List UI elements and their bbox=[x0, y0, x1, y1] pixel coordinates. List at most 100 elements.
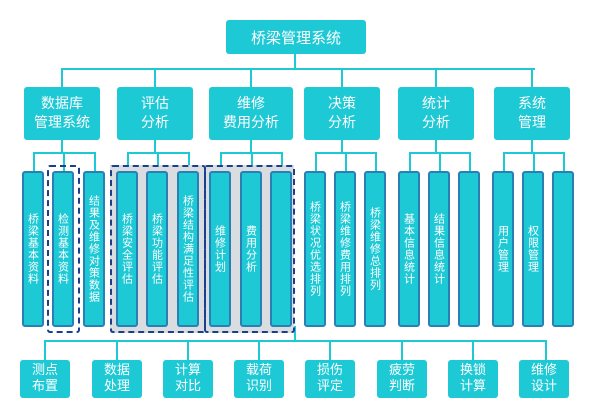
category-system: 系统 管理 bbox=[494, 87, 570, 140]
leaf-drop bbox=[315, 152, 317, 172]
bottom-label: 载荷 识别 bbox=[245, 363, 272, 394]
leaf-drop bbox=[469, 152, 471, 172]
leaf-node: 桥梁安全评估 bbox=[116, 171, 138, 327]
leaf-drop bbox=[503, 152, 505, 172]
leaf-label: 权限管理 bbox=[526, 225, 540, 273]
bottom-node: 损伤 评定 bbox=[305, 360, 355, 398]
leaf-label: 桥梁基本资料 bbox=[26, 213, 40, 285]
bottom-drop bbox=[545, 340, 547, 361]
leaf-node: 权限管理 bbox=[522, 171, 544, 327]
bottom-drop bbox=[401, 340, 403, 361]
bottom-label: 计算 对比 bbox=[174, 363, 201, 394]
leaf-drop bbox=[127, 152, 129, 172]
category-label: 数据库 管理系统 bbox=[34, 95, 90, 131]
category-stem bbox=[61, 139, 63, 153]
leaf-drop bbox=[251, 152, 253, 172]
leaf-drop bbox=[375, 152, 377, 172]
leaf-bus bbox=[127, 152, 190, 154]
leaf-label: 桥梁安全评估 bbox=[120, 213, 134, 285]
leaf-node: 结果及维修对策数据 bbox=[83, 171, 105, 327]
leaf-drop bbox=[439, 152, 441, 172]
category-stem bbox=[154, 139, 156, 153]
leaf-label: 桥梁结构满足性评估 bbox=[181, 195, 195, 303]
bottom-node: 测点 布置 bbox=[20, 360, 70, 398]
leaf-drop bbox=[33, 152, 35, 172]
leaf-node bbox=[458, 171, 480, 327]
leaf-drop bbox=[188, 152, 190, 172]
leaf-node bbox=[270, 171, 292, 327]
leaf-drop bbox=[281, 152, 283, 172]
bottom-node: 数据 处理 bbox=[92, 360, 142, 398]
bottom-node: 换锁 计算 bbox=[448, 360, 498, 398]
leaf-node: 桥梁维修费用排列 bbox=[334, 171, 356, 327]
root-node: 桥梁管理系统 bbox=[226, 20, 366, 54]
bottom-stem bbox=[294, 326, 296, 341]
root-stem bbox=[294, 53, 296, 69]
leaf-drop bbox=[157, 152, 159, 172]
category-bus bbox=[61, 68, 535, 70]
category-drop bbox=[154, 68, 156, 88]
leaf-label: 用户管理 bbox=[496, 225, 510, 273]
leaf-bus bbox=[315, 152, 377, 154]
category-drop bbox=[61, 68, 63, 88]
leaf-drop bbox=[345, 152, 347, 172]
leaf-node: 桥梁基本资料 bbox=[22, 171, 44, 327]
leaf-label: 结果及维修对策数据 bbox=[87, 195, 101, 303]
leaf-drop bbox=[409, 152, 411, 172]
category-decision: 决策 分析 bbox=[304, 87, 380, 140]
category-maintenance-cost: 维修 费用分析 bbox=[209, 87, 293, 140]
leaf-drop bbox=[563, 152, 565, 172]
category-stem bbox=[435, 139, 437, 153]
leaf-bus bbox=[409, 152, 471, 154]
bottom-label: 损伤 评定 bbox=[316, 363, 343, 394]
bottom-bus bbox=[44, 340, 547, 342]
category-label: 决策 分析 bbox=[328, 95, 356, 131]
category-stem bbox=[250, 139, 252, 153]
bottom-node: 疲劳 判断 bbox=[377, 360, 427, 398]
bottom-label: 维修 设计 bbox=[530, 363, 557, 394]
leaf-drop bbox=[63, 152, 65, 172]
leaf-node bbox=[552, 171, 574, 327]
bottom-drop bbox=[116, 340, 118, 361]
category-label: 维修 费用分析 bbox=[223, 95, 279, 131]
leaf-bus bbox=[503, 152, 565, 154]
bottom-label: 换锁 计算 bbox=[459, 363, 486, 394]
leaf-label: 桥梁功能评估 bbox=[150, 213, 164, 285]
leaf-bus bbox=[33, 152, 96, 154]
leaf-label: 结果信息统计 bbox=[432, 213, 446, 285]
category-drop bbox=[341, 68, 343, 88]
bottom-drop bbox=[472, 340, 474, 361]
root-label: 桥梁管理系统 bbox=[250, 28, 341, 47]
category-evaluation: 评估 分析 bbox=[117, 87, 193, 140]
leaf-label: 桥梁维修费用排列 bbox=[338, 201, 352, 297]
category-label: 系统 管理 bbox=[518, 95, 546, 131]
category-label: 评估 分析 bbox=[141, 95, 169, 131]
category-statistics: 统计 分析 bbox=[398, 87, 474, 140]
leaf-node: 基本信息统计 bbox=[398, 171, 420, 327]
category-stem bbox=[531, 139, 533, 153]
bottom-drop bbox=[329, 340, 331, 361]
leaf-node: 费用分析 bbox=[240, 171, 262, 327]
bottom-drop bbox=[258, 340, 260, 361]
leaf-label: 检测基本资料 bbox=[56, 213, 70, 285]
bottom-drop bbox=[187, 340, 189, 361]
leaf-bus bbox=[220, 152, 283, 154]
leaf-node: 桥梁结构满足性评估 bbox=[177, 171, 199, 327]
bottom-node: 载荷 识别 bbox=[234, 360, 284, 398]
leaf-label: 维修计划 bbox=[213, 225, 227, 273]
category-database: 数据库 管理系统 bbox=[24, 87, 100, 140]
leaf-label: 桥梁维修总排列 bbox=[368, 207, 382, 291]
bottom-label: 数据 处理 bbox=[103, 363, 130, 394]
leaf-drop bbox=[94, 152, 96, 172]
leaf-drop bbox=[533, 152, 535, 172]
leaf-node: 桥梁状况优选排列 bbox=[304, 171, 326, 327]
leaf-node: 维修计划 bbox=[209, 171, 231, 327]
bottom-drop bbox=[44, 340, 46, 361]
bottom-node: 计算 对比 bbox=[163, 360, 213, 398]
leaf-drop bbox=[220, 152, 222, 172]
category-drop bbox=[435, 68, 437, 88]
highlight-group-maintenance bbox=[204, 165, 295, 333]
leaf-node: 桥梁维修总排列 bbox=[364, 171, 386, 327]
category-label: 统计 分析 bbox=[422, 95, 450, 131]
